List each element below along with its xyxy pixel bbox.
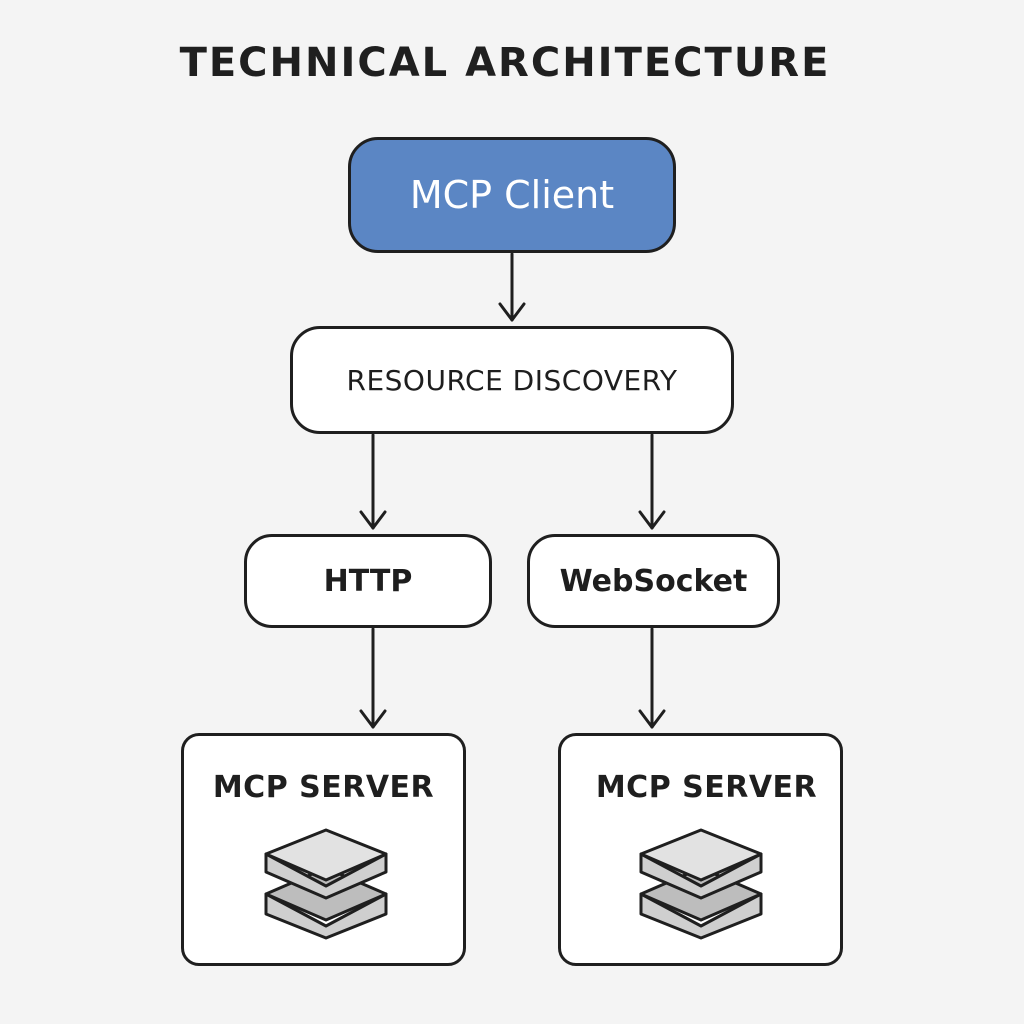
mcp-server-label-1: MCP SERVER: [212, 770, 435, 805]
database-icon: [639, 828, 763, 940]
mcp-server-label-2: MCP SERVER: [595, 770, 818, 805]
arrow-discovery-to-websocket: [638, 433, 666, 530]
arrow-websocket-to-server-2: [638, 627, 666, 729]
database-icon: [264, 828, 388, 940]
arrow-client-to-discovery: [498, 252, 526, 322]
resource-discovery-label: RESOURCE DISCOVERY: [346, 363, 678, 397]
resource-discovery-node[interactable]: RESOURCE DISCOVERY: [290, 326, 734, 434]
websocket-node[interactable]: WebSocket: [527, 534, 780, 628]
diagram-title: TECHNICAL ARCHITECTURE: [179, 40, 831, 86]
arrow-http-to-server-1: [359, 627, 387, 729]
http-label: HTTP: [323, 563, 413, 599]
mcp-client-node[interactable]: MCP Client: [348, 137, 676, 253]
mcp-client-label: MCP Client: [409, 173, 615, 217]
arrow-discovery-to-http: [359, 433, 387, 530]
mcp-server-node-2[interactable]: MCP SERVER: [558, 733, 843, 966]
mcp-server-node-1[interactable]: MCP SERVER: [181, 733, 466, 966]
http-node[interactable]: HTTP: [244, 534, 492, 628]
websocket-label: WebSocket: [559, 563, 748, 599]
